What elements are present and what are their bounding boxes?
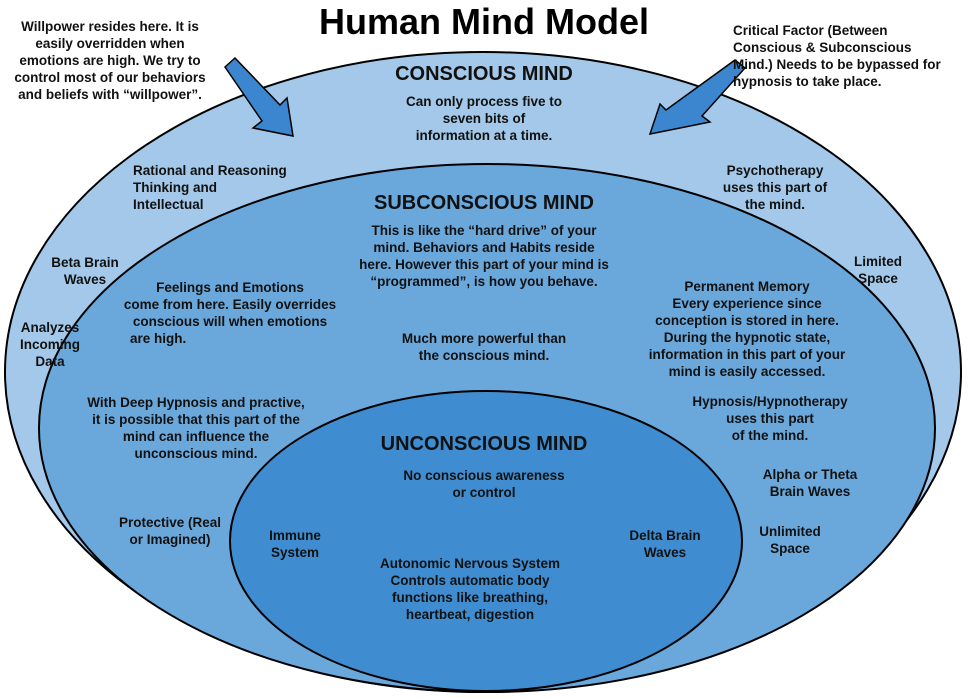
text-line: Rational and Reasoning — [133, 163, 287, 178]
text-line: Brain Waves — [769, 484, 851, 499]
text-line: unconscious mind. — [134, 446, 258, 461]
immune-system-label: Immune System — [255, 527, 335, 561]
feelings-label: Feelings and Emotions come from here. Ea… — [120, 279, 340, 347]
text-line: control most of our behaviors — [14, 70, 206, 85]
text-line: Mind.) Needs to be bypassed for — [733, 57, 941, 72]
text-line: conception is stored in here. — [655, 313, 839, 328]
text-line: This is like the “hard drive” of your — [371, 223, 597, 238]
analyzes-label: Analyzes Incoming Data — [10, 319, 90, 370]
text-line: are high. — [130, 331, 187, 346]
unconscious-heading: UNCONSCIOUS MIND — [380, 433, 588, 455]
permanent-memory-label: Permanent Memory Every experience since … — [632, 278, 862, 380]
text-line: seven bits of — [442, 111, 526, 126]
text-line: Data — [35, 354, 65, 369]
alpha-theta-label: Alpha or Theta Brain Waves — [755, 466, 865, 500]
willpower-arrow-icon — [224, 56, 294, 137]
text-line: No conscious awareness — [403, 468, 565, 483]
text-line: With Deep Hypnosis and practive, — [87, 395, 305, 410]
text-line: Unlimited — [759, 524, 821, 539]
text-line: Delta Brain — [629, 528, 701, 543]
text-line: System — [270, 545, 320, 560]
unlimited-space-label: Unlimited Space — [750, 523, 830, 557]
text-line: here. However this part of your mind is — [359, 257, 609, 272]
unconscious-mind-ellipse — [229, 390, 743, 692]
text-line: Alpha or Theta — [762, 467, 858, 482]
text-line: mind can influence the — [122, 429, 270, 444]
text-line: uses this part — [726, 411, 814, 426]
text-line: Incoming — [20, 337, 80, 352]
text-line: Immune — [269, 528, 321, 543]
text-line: emotions are high. We try to — [19, 53, 201, 68]
text-line: Space — [770, 541, 810, 556]
text-line: uses this part of — [722, 180, 828, 195]
psychotherapy-label: Psychotherapy uses this part of the mind… — [710, 162, 840, 213]
text-line: the mind. — [745, 197, 805, 212]
text-line: Autonomic Nervous System — [379, 556, 561, 571]
text-line: Much more powerful than — [401, 331, 567, 346]
deep-hypnosis-label: With Deep Hypnosis and practive, it is p… — [78, 394, 314, 462]
delta-waves-label: Delta Brain Waves — [620, 527, 710, 561]
rational-label: Rational and Reasoning Thinking and Inte… — [133, 162, 287, 213]
text-line: or Imagined) — [129, 532, 211, 547]
limited-space-label: Limited Space — [840, 253, 916, 287]
text-line: Feelings and Emotions — [156, 280, 304, 295]
text-line: “programmed”, is how you behave. — [370, 274, 598, 289]
text-line: the conscious mind. — [418, 348, 550, 363]
text-line: it is possible that this part of the — [92, 412, 300, 427]
page-title: Human Mind Model — [319, 1, 649, 42]
text-line: heartbeat, digestion — [405, 607, 535, 622]
text-line: Permanent Memory — [684, 279, 810, 294]
text-line: Limited — [853, 254, 902, 269]
text-line: Analyzes — [20, 320, 80, 335]
text-line: and beliefs with “willpower”. — [18, 87, 202, 102]
text-line: conscious will when emotions — [132, 314, 328, 329]
text-line: Thinking and — [133, 180, 217, 195]
text-line: Space — [858, 271, 898, 286]
text-line: Beta Brain — [51, 255, 119, 270]
text-line: come from here. Easily overrides — [123, 297, 337, 312]
text-line: hypnosis to take place. — [733, 74, 882, 89]
subconscious-heading: SUBCONSCIOUS MIND — [373, 192, 594, 214]
text-line: mind is easily accessed. — [668, 364, 826, 379]
unconscious-description: No conscious awareness or control — [0, 467, 968, 501]
critical-factor-annotation: Critical Factor (Between Conscious & Sub… — [733, 22, 941, 90]
text-line: Hypnosis/Hypnotherapy — [692, 394, 848, 409]
text-line: Every experience since — [672, 296, 822, 311]
text-line: Controls automatic body — [390, 573, 550, 588]
text-line: easily overridden when — [35, 36, 185, 51]
text-line: Critical Factor (Between — [733, 23, 888, 38]
text-line: Protective (Real — [118, 515, 222, 530]
protective-label: Protective (Real or Imagined) — [110, 514, 230, 548]
subconscious-description: This is like the “hard drive” of your mi… — [0, 222, 968, 290]
autonomic-label: Autonomic Nervous System Controls automa… — [0, 555, 940, 623]
conscious-description: Can only process five to seven bits of i… — [0, 93, 968, 144]
beta-waves-label: Beta Brain Waves — [40, 254, 130, 288]
text-line: functions like breathing, — [391, 590, 548, 605]
text-line: Waves — [643, 545, 687, 560]
text-line: information in this part of your — [648, 347, 846, 362]
text-line: Conscious & Subconscious — [733, 40, 912, 55]
text-line: mind. Behaviors and Habits reside — [373, 240, 595, 255]
text-line: Can only process five to — [405, 94, 563, 109]
text-line: information at a time. — [415, 128, 553, 143]
text-line: Willpower resides here. It is — [21, 19, 199, 34]
text-line: Psychotherapy — [726, 163, 824, 178]
text-line: During the hypnotic state, — [663, 330, 831, 345]
text-line: Waves — [63, 272, 107, 287]
text-line: or control — [452, 485, 516, 500]
conscious-heading: CONSCIOUS MIND — [395, 63, 573, 85]
critical-factor-arrow-icon — [648, 59, 747, 135]
hypnotherapy-label: Hypnosis/Hypnotherapy uses this part of … — [680, 393, 860, 444]
text-line: Intellectual — [133, 197, 204, 212]
text-line: of the mind. — [731, 428, 809, 443]
willpower-annotation: Willpower resides here. It is easily ove… — [10, 18, 210, 103]
powerful-label: Much more powerful than the conscious mi… — [0, 330, 968, 364]
